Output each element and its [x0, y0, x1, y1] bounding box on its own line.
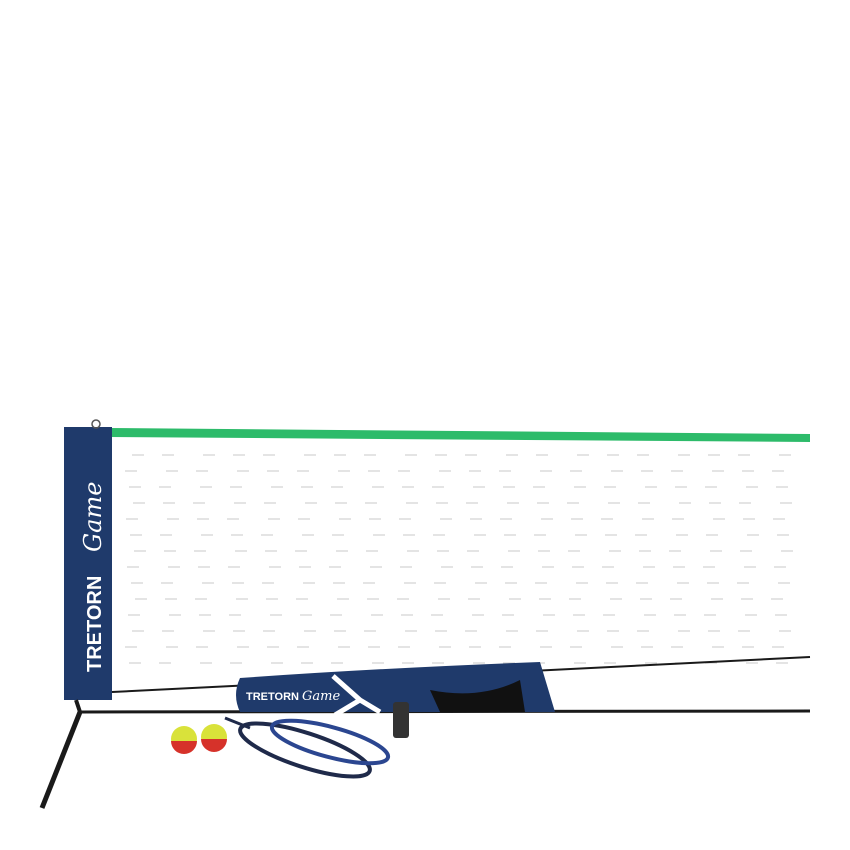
net-clip [393, 702, 409, 738]
tennis-ball [201, 724, 227, 752]
post-logo-brand: TRETORN [84, 576, 106, 672]
net-mesh [125, 454, 793, 664]
rackets [224, 716, 391, 779]
tennis-ball [171, 726, 197, 754]
bag-logo-brand: TRETORN [246, 691, 299, 703]
carry-bag: TRETORN Game [236, 662, 555, 718]
bag-logo-script: Game [302, 689, 340, 704]
net-frame [39, 699, 811, 809]
net-top-tape [108, 428, 810, 442]
post-banner: TRETORN Game [64, 419, 112, 700]
post-logo-script: Game [79, 482, 107, 552]
